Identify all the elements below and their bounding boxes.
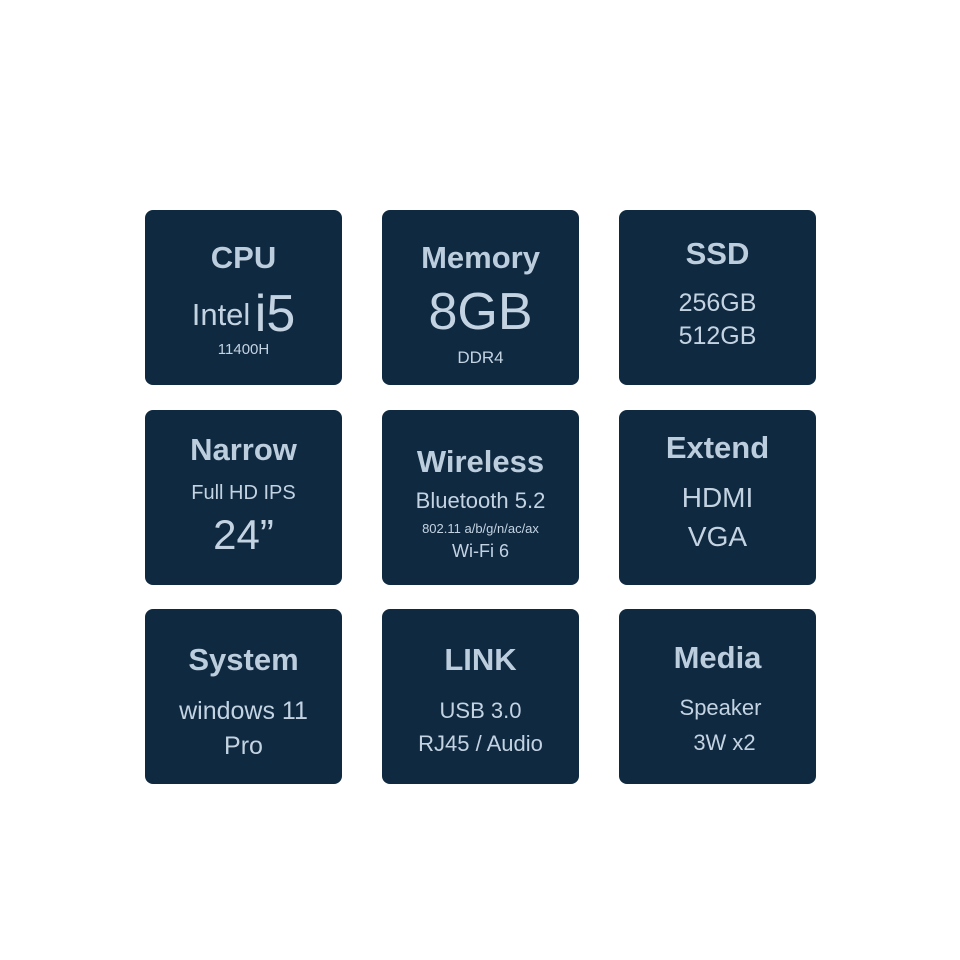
tile-title: Memory <box>421 240 540 275</box>
link-ports: RJ45 / Audio <box>418 731 543 756</box>
tile-title: System <box>188 642 299 677</box>
media-power: 3W x2 <box>693 730 756 755</box>
system-edition: Pro <box>224 732 263 760</box>
link-usb: USB 3.0 <box>439 698 522 723</box>
tile-ssd: SSD 256GB 512GB <box>619 210 816 385</box>
system-os: windows 11 <box>179 697 308 725</box>
tile-narrow: Narrow Full HD IPS 24” <box>145 410 342 585</box>
tile-title: Wireless <box>416 444 545 479</box>
tile-cpu: CPU Intel i5 11400H <box>145 210 342 385</box>
tile-system: System windows 11 Pro <box>145 609 342 784</box>
extend-port-2: VGA <box>687 521 748 552</box>
narrow-panel: Full HD IPS <box>191 482 296 504</box>
media-speaker: Speaker <box>679 695 762 720</box>
wireless-standards: 802.11 a/b/g/n/ac/ax <box>422 521 539 536</box>
tile-title: Narrow <box>190 432 297 467</box>
tile-title: Media <box>673 640 762 675</box>
tile-title: SSD <box>685 236 750 271</box>
cpu-sku: 11400H <box>217 341 270 358</box>
wireless-wifi: Wi-Fi 6 <box>452 541 509 561</box>
tile-media: Media Speaker 3W x2 <box>619 609 816 784</box>
tile-title: CPU <box>210 240 277 275</box>
ssd-option-2: 512GB <box>678 322 757 350</box>
memory-size: 8GB <box>428 283 533 341</box>
cpu-brand-model: Intel i5 <box>145 282 342 340</box>
wireless-bluetooth: Bluetooth 5.2 <box>415 488 546 513</box>
ssd-option-1: 256GB <box>678 289 757 317</box>
tile-wireless: Wireless Bluetooth 5.2 802.11 a/b/g/n/ac… <box>382 410 579 585</box>
tile-memory: Memory 8GB DDR4 <box>382 210 579 385</box>
tile-extend: Extend HDMI VGA <box>619 410 816 585</box>
extend-port-1: HDMI <box>681 482 754 513</box>
memory-type: DDR4 <box>457 348 504 367</box>
tile-link: LINK USB 3.0 RJ45 / Audio <box>382 609 579 784</box>
tile-title: Extend <box>665 430 770 465</box>
narrow-size: 24” <box>213 511 274 558</box>
tile-title: LINK <box>444 642 517 677</box>
cpu-brand: Intel <box>191 297 251 332</box>
cpu-model: i5 <box>254 285 296 343</box>
